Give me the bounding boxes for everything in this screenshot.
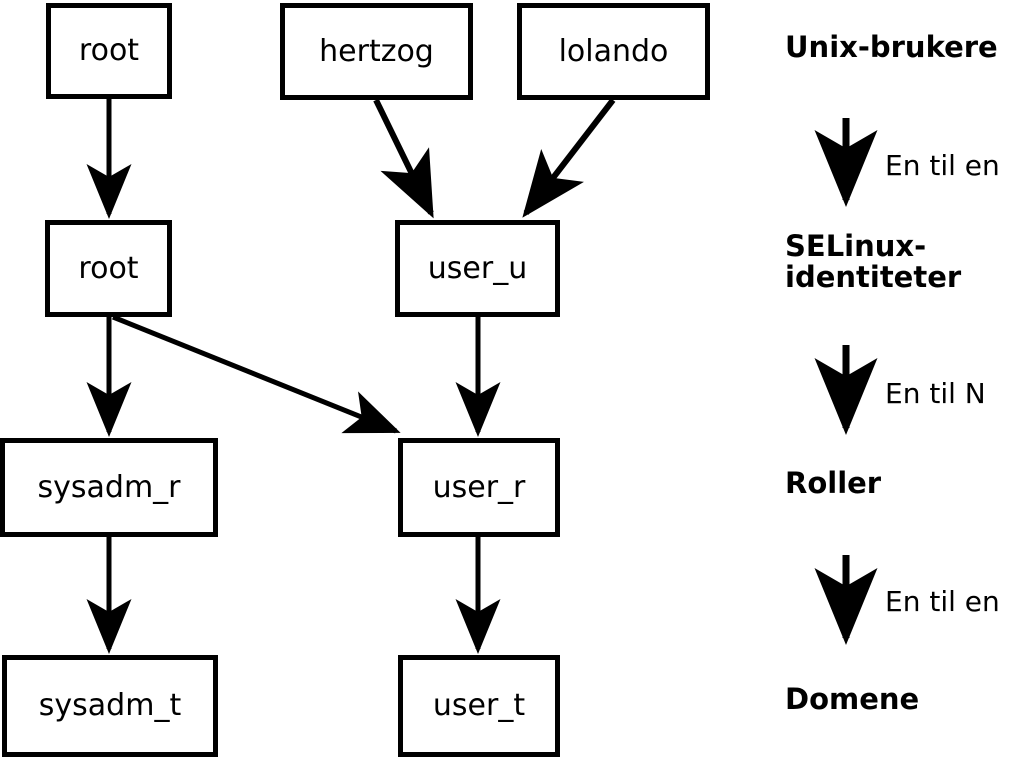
node-label: sysadm_r [37,469,181,505]
legend-arrow-3-label: En til en [885,585,1000,618]
node-unix-lolando[interactable]: lolando [517,3,710,100]
legend-level-selinux-identiteter: SELinux- identiteter [785,229,962,295]
node-label: user_t [432,688,526,723]
legend-level-roller: Roller [785,466,882,500]
legend-level-unix-brukere: Unix-brukere [785,30,998,64]
node-role-sysadm-r[interactable]: sysadm_r [0,438,218,537]
node-label: user_r [432,469,526,505]
legend-arrow-2-label: En til N [885,377,986,410]
node-label: hertzog [319,33,434,69]
edge-identroot-userr [112,314,401,434]
node-label: lolando [558,33,669,69]
node-domain-user-t[interactable]: user_t [398,655,560,757]
node-label: root [78,33,140,68]
node-selinux-identity-user-u[interactable]: user_u [395,220,560,317]
node-label: root [78,250,139,286]
node-domain-sysadm-t[interactable]: sysadm_t [2,655,218,757]
edge-hertzog-useru [373,98,434,219]
legend-level-domene: Domene [785,682,920,716]
node-selinux-identity-root[interactable]: root [45,220,172,317]
node-unix-hertzog[interactable]: hertzog [280,3,473,100]
edge-lolando-useru [522,98,616,218]
legend-arrow-1-label: En til en [885,149,1000,182]
node-unix-root[interactable]: root [46,3,172,99]
node-role-user-r[interactable]: user_r [398,438,560,537]
node-label: sysadm_t [38,688,182,723]
node-label: user_u [427,250,528,286]
